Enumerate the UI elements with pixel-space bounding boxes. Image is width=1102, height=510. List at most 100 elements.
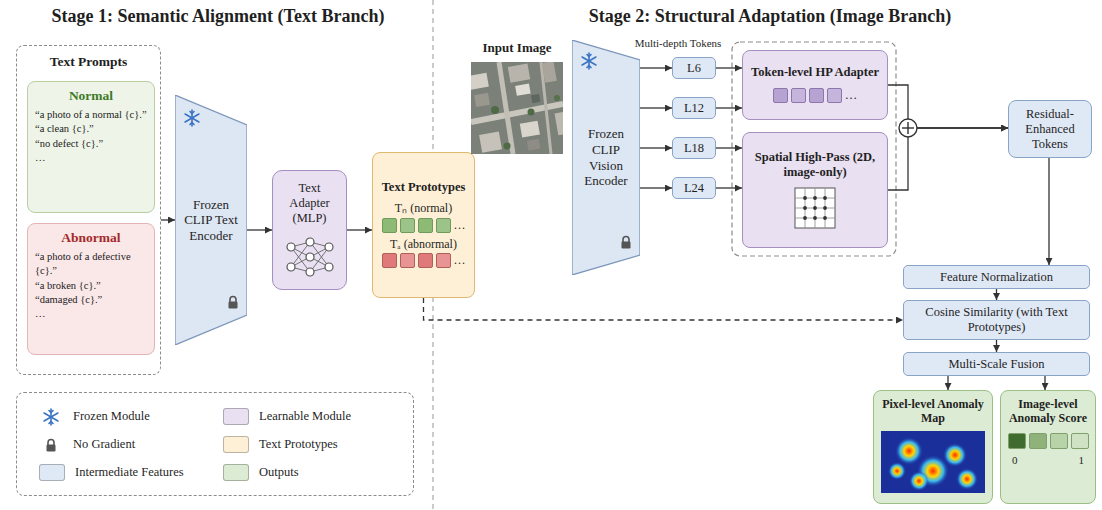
legend-text: No Gradient (73, 437, 135, 452)
node-text: 1 (1079, 454, 1085, 467)
node-text: Feature Normalization (940, 270, 1053, 285)
abnormal-prompt-box: Abnormal “a photo of a defective {c}.”“a … (27, 223, 155, 355)
node-text: Input Image (483, 40, 552, 56)
highpass-grid-icon (793, 186, 837, 230)
process-box: Feature Normalization (903, 265, 1090, 289)
node-text: L6 (687, 61, 701, 76)
token-square (436, 218, 451, 233)
node-text: “a photo of a defective {c}.” (35, 250, 147, 278)
stage-title: Stage 2: Structural Adaptation (Image Br… (445, 6, 1095, 28)
output-box: Image-level Anomaly Score01 (1000, 390, 1096, 504)
node-text: … (35, 151, 147, 165)
token-square (827, 88, 842, 103)
node-text: Tₙ (normal) (395, 201, 452, 215)
sum-symbol (899, 119, 917, 137)
legend-swatch (223, 436, 249, 453)
score-bars (1008, 433, 1089, 449)
section-label: Multi-depth Tokens (628, 37, 728, 50)
layer-token-box: L18 (672, 137, 716, 159)
node-text: Text Adapter (MLP) (279, 181, 340, 226)
flow-arrow (640, 147, 672, 148)
node-text: … (454, 218, 466, 232)
flow-arrow (1048, 158, 1049, 265)
flow-arrow (424, 298, 904, 320)
token-square (436, 253, 451, 268)
node-text: Pixel-level Anomaly Map (880, 397, 986, 426)
score-scale: 01 (1006, 454, 1090, 467)
node-text: Residual-Enhanced Tokens (1015, 107, 1085, 152)
legend-swatch (39, 464, 65, 481)
token-square (809, 88, 824, 103)
score-bar (1008, 433, 1026, 449)
legend-item: No Gradient (39, 436, 207, 454)
legend-box: Frozen ModuleLearnable ModuleNo Gradient… (16, 392, 414, 496)
legend-text: Intermediate Features (75, 465, 184, 480)
flow-arrow (996, 289, 997, 300)
flow-arrow (640, 67, 672, 68)
lock-icon (227, 295, 239, 309)
lock-icon (39, 436, 63, 454)
aerial-image (471, 62, 563, 154)
score-bar (1050, 433, 1068, 449)
token-square (400, 218, 415, 233)
node-text: 0 (1012, 454, 1018, 467)
legend-text: Text Prototypes (259, 437, 338, 452)
node-text: “a broken {c}.” (35, 279, 147, 293)
legend-text: Outputs (259, 465, 299, 480)
lock-icon (620, 235, 632, 249)
token-row: … (773, 88, 858, 103)
stage-title: Stage 1: Semantic Alignment (Text Branch… (8, 6, 428, 28)
text-prototypes-box: Text PrototypesTₙ (normal)…Tₐ (abnormal)… (372, 152, 475, 298)
node-text: L24 (684, 181, 704, 196)
residual-tokens-box: Residual-Enhanced Tokens (1008, 100, 1092, 158)
legend-item: Frozen Module (39, 408, 207, 426)
score-bar (1071, 433, 1089, 449)
legend-item: Text Prototypes (223, 436, 391, 454)
flow-arrow (347, 229, 372, 230)
node-text: Spatial High-Pass (2D, image-only) (749, 150, 881, 180)
snowflake-icon (39, 408, 63, 426)
normal-prompt-box: Normal“a photo of a normal {c}.”“a clean… (27, 81, 155, 213)
flow-arrow (947, 376, 948, 390)
node-text: … (845, 88, 858, 103)
node-text: “a photo of a normal {c}.” (35, 108, 147, 122)
flow-arrow (996, 340, 997, 352)
input-image: Input Image (468, 40, 566, 168)
vision-encoder: Frozen CLIP Vision Encoder (572, 40, 640, 275)
output-box: Pixel-level Anomaly Map (873, 390, 993, 504)
node-text: Text Prompts (50, 54, 128, 70)
flow-arrow (247, 229, 272, 230)
token-square (382, 253, 397, 268)
node-text: Abnormal (35, 230, 147, 246)
snowflake-icon (183, 109, 201, 127)
token-square (418, 218, 433, 233)
flow-arrow (716, 107, 742, 108)
anomaly-heatmap (881, 431, 985, 493)
layer-token-box: L24 (672, 177, 716, 199)
node-text: L12 (684, 101, 704, 116)
node-text: L18 (684, 141, 704, 156)
text-encoder: Frozen CLIP Text Encoder (175, 95, 247, 345)
hp-adapter-box: Token-level HP Adapter … (742, 50, 888, 120)
legend-text: Frozen Module (73, 409, 150, 424)
label-holder: Multi-depth Tokens (628, 37, 728, 50)
flow-arrow (161, 219, 175, 220)
score-bar (1029, 433, 1047, 449)
legend-item: Intermediate Features (39, 464, 207, 481)
text-adapter-box: Text Adapter (MLP) (272, 170, 347, 290)
prompt-group: Text PromptsNormal“a photo of a normal {… (16, 45, 161, 375)
mlp-network-icon (283, 234, 337, 280)
node-text: … (35, 307, 147, 321)
label-holder: Stage 2: Structural Adaptation (Image Br… (445, 6, 1095, 28)
layer-token-box: L6 (672, 57, 716, 79)
flow-arrow (640, 187, 672, 188)
node-text: Multi-Scale Fusion (948, 357, 1044, 372)
snowflake-icon (580, 52, 598, 70)
layer-token-box: L12 (672, 97, 716, 119)
token-row: … (382, 218, 466, 233)
node-text: Token-level HP Adapter (751, 65, 879, 80)
token-row: … (382, 253, 466, 268)
node-text: Text Prototypes (382, 180, 466, 195)
node-text: “no defect {c}.” (35, 137, 147, 151)
token-square (400, 253, 415, 268)
